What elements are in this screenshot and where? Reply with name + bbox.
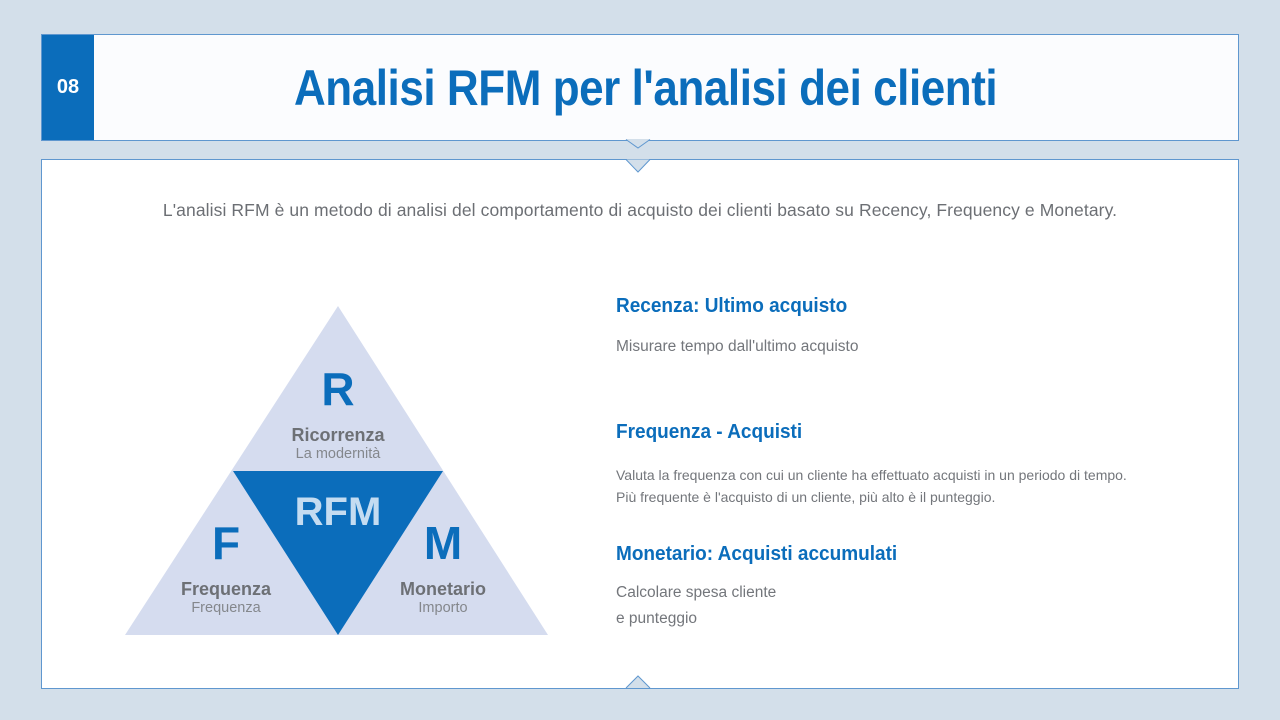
description-line: e punteggio: [616, 610, 698, 627]
monetary-segment: M Monetario Importo: [363, 520, 523, 617]
section-title: Recenza: Ultimo acquisto: [616, 295, 848, 317]
monetary-letter: M: [423, 517, 463, 569]
description-line: Misurare tempo dall'ultimo acquisto: [616, 338, 859, 355]
intro-text: L'analisi RFM è un metodo di analisi del…: [162, 200, 1118, 220]
section-recency: Recenza: Ultimo acquisto Misurare tempo …: [616, 295, 859, 360]
frequency-letter: F: [211, 517, 241, 569]
slide-header: 08 Analisi RFM per l'analisi dei clienti: [41, 34, 1239, 141]
center-triangle: [233, 471, 443, 635]
description-line: Più frequente è l'acquisto di un cliente…: [616, 489, 996, 505]
monetary-sublabel: Importo: [418, 599, 468, 616]
recency-label: Ricorrenza: [291, 425, 385, 445]
rfm-center: RFM: [258, 492, 418, 532]
section-description: Valuta la frequenza con cui un cliente h…: [616, 464, 1127, 508]
section-title: Monetario: Acquisti accumulati: [616, 543, 898, 565]
monetary-label: Monetario: [399, 579, 486, 599]
recency-segment: R Ricorrenza La modernità: [258, 366, 418, 463]
description-line: Valuta la frequenza con cui un cliente h…: [616, 467, 1127, 483]
section-title: Frequenza - Acquisti: [616, 421, 803, 443]
slide-number-badge: 08: [42, 35, 94, 140]
title-container: Analisi RFM per l'analisi dei clienti: [94, 35, 1238, 140]
section-frequency: Frequenza - Acquisti Valuta la frequenza…: [616, 421, 1127, 508]
section-description: Calcolare spesa cliente e punteggio: [616, 580, 912, 632]
frequency-sublabel: Frequenza: [191, 599, 261, 616]
frequency-label: Frequenza: [180, 579, 272, 599]
section-monetary: Monetario: Acquisti accumulati Calcolare…: [616, 543, 912, 632]
frequency-segment: F Frequenza Frequenza: [146, 520, 306, 617]
section-description: Misurare tempo dall'ultimo acquisto: [616, 334, 859, 360]
recency-sublabel: La modernità: [295, 445, 381, 462]
recency-letter: R: [321, 363, 355, 415]
description-line: Calcolare spesa cliente: [616, 584, 777, 601]
outer-triangle: [125, 306, 548, 635]
rfm-center-label: RFM: [294, 490, 382, 534]
page-title: Analisi RFM per l'analisi dei clienti: [294, 59, 998, 116]
